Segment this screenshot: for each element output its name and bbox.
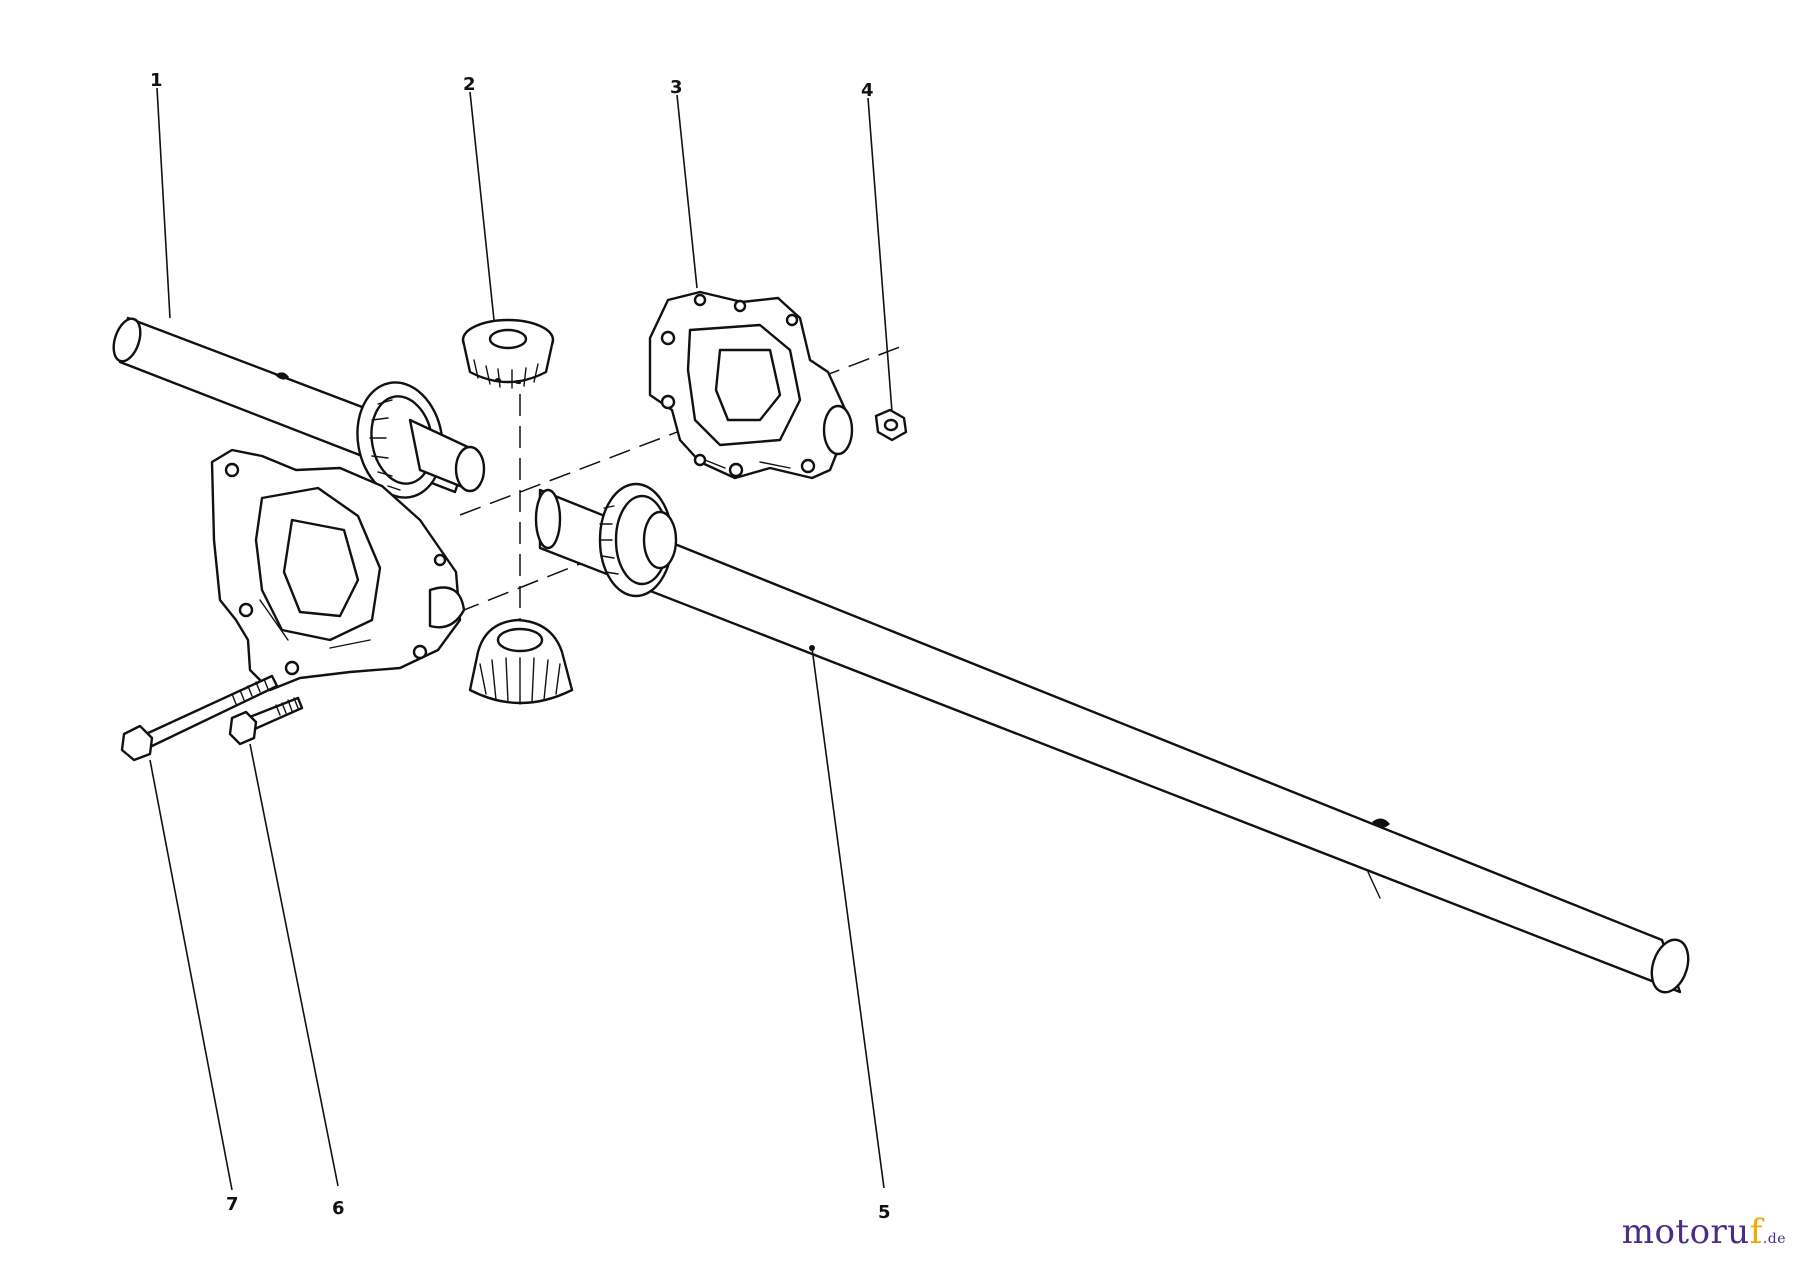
callout-numbers: 1 2 3 4 5 6 7 [150, 70, 891, 1223]
callout-7: 7 [226, 1194, 239, 1215]
callout-6: 6 [332, 1198, 345, 1219]
callout-4: 4 [861, 80, 874, 101]
gear-housing-left [210, 448, 466, 692]
lower-bevel-pinion [468, 618, 574, 705]
watermark-tld: .de [1762, 1231, 1786, 1247]
part-6-short-bolt [228, 696, 304, 746]
leader-1 [156, 87, 171, 319]
part-7-long-bolt [120, 674, 279, 762]
part-4-nut [874, 408, 908, 442]
leader-7 [149, 759, 233, 1191]
callout-2: 2 [463, 74, 476, 95]
leader-5-dot [809, 645, 815, 651]
leader-2 [469, 91, 495, 321]
part-3-gear-housing-right [648, 290, 854, 480]
callout-5: 5 [878, 1202, 891, 1223]
watermark-f: f [1749, 1212, 1763, 1252]
watermark-main: motoru [1621, 1212, 1750, 1252]
part-1-left-axle-shaft [112, 316, 486, 499]
leader-lines [149, 87, 893, 1191]
leader-3 [676, 94, 698, 289]
leader-4 [867, 97, 893, 413]
leader-5 [811, 647, 885, 1189]
callout-3: 3 [670, 77, 683, 98]
leader-6 [249, 743, 339, 1187]
motoruf-watermark: motoruf.de [1622, 1212, 1786, 1252]
part-5-right-axle-shaft [534, 482, 1690, 994]
callout-1: 1 [150, 70, 163, 91]
part-2-bevel-pinion [461, 318, 555, 389]
